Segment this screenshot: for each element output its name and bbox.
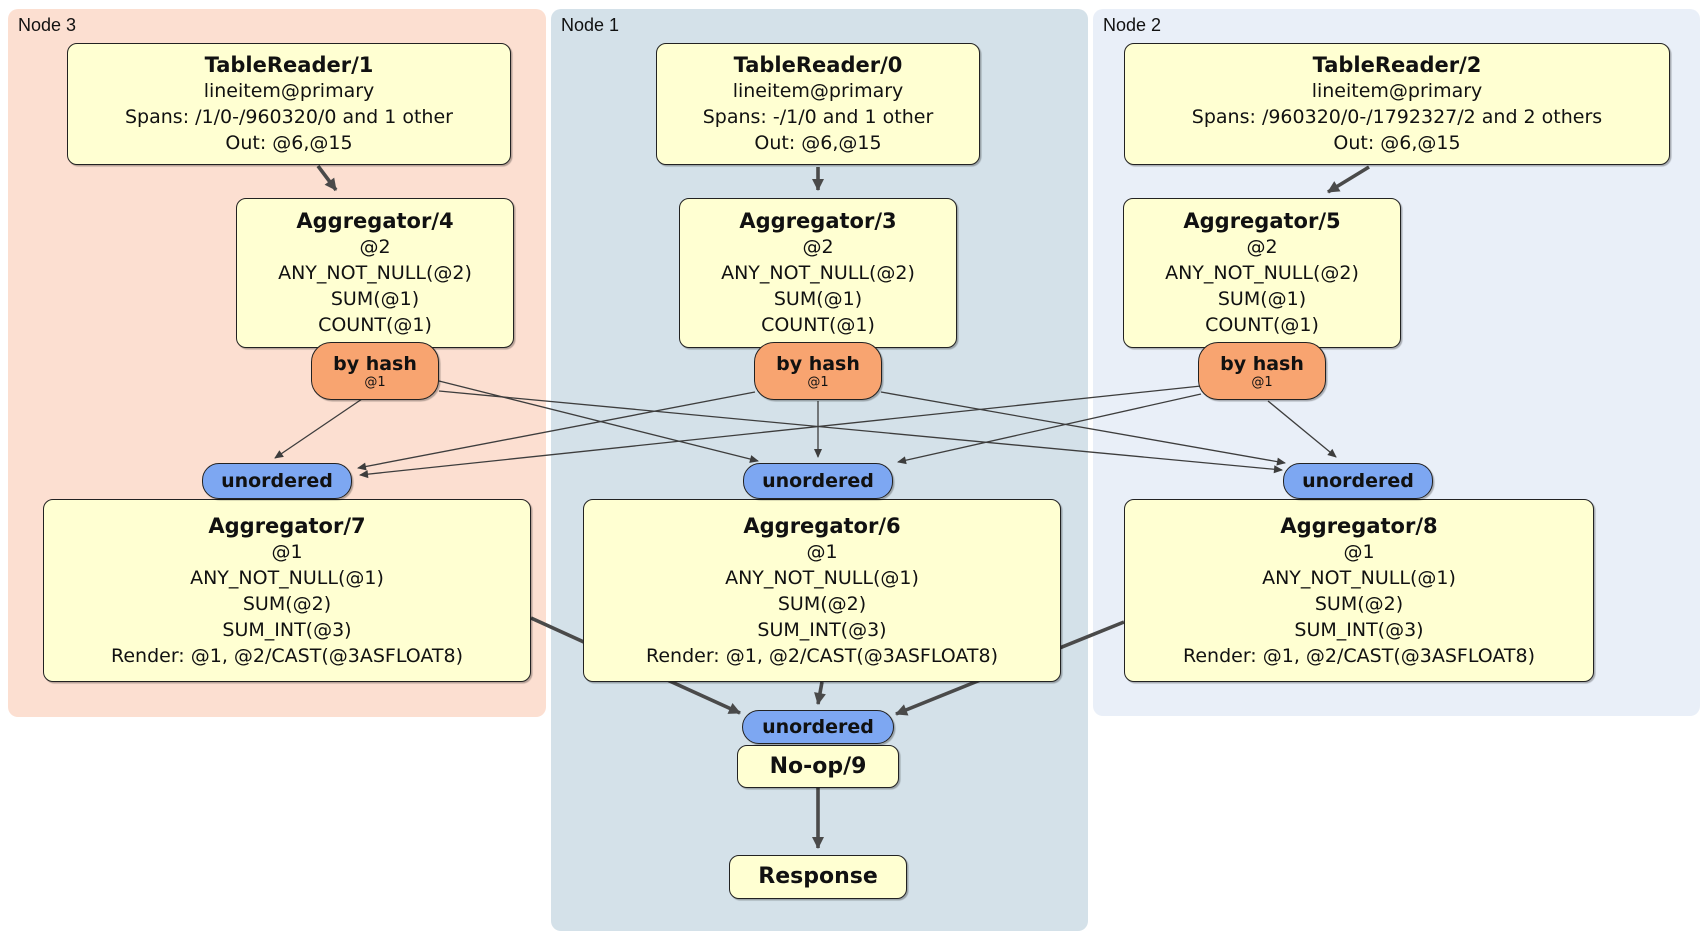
- processor-title: Aggregator/3: [739, 209, 897, 233]
- router-by-hash-3: by hash @1: [754, 342, 882, 400]
- router-label: by hash: [333, 352, 417, 375]
- agg-fn: ANY_NOT_NULL(@2): [721, 262, 915, 284]
- agg-fn: ANY_NOT_NULL(@1): [190, 566, 384, 589]
- stream-unordered-7: unordered: [202, 463, 352, 499]
- agg-fn: SUM_INT(@3): [1294, 618, 1424, 641]
- agg-fn: ANY_NOT_NULL(@1): [725, 566, 919, 589]
- aggregator-6-node: Aggregator/6 @1 ANY_NOT_NULL(@1) SUM(@2)…: [583, 499, 1061, 682]
- tablereader-1-node: TableReader/1 lineitem@primary Spans: /1…: [67, 43, 511, 165]
- agg-fn: SUM(@1): [330, 288, 420, 310]
- processor-spans: Spans: /1/0-/960320/0 and 1 other: [125, 106, 453, 128]
- processor-title: Aggregator/7: [208, 513, 366, 538]
- stream-unordered-final: unordered: [742, 710, 894, 744]
- processor-title: Aggregator/5: [1183, 209, 1341, 233]
- aggregator-7-node: Aggregator/7 @1 ANY_NOT_NULL(@1) SUM(@2)…: [43, 499, 531, 682]
- agg-group-cols: @1: [806, 540, 838, 563]
- processor-index: lineitem@primary: [203, 80, 375, 102]
- processor-title: TableReader/2: [1312, 53, 1482, 77]
- agg-fn: COUNT(@1): [761, 314, 875, 336]
- aggregator-4-node: Aggregator/4 @2 ANY_NOT_NULL(@2) SUM(@1)…: [236, 198, 514, 348]
- processor-title: Aggregator/8: [1280, 513, 1438, 538]
- processor-out: Out: @6,@15: [754, 132, 882, 154]
- stream-unordered-6: unordered: [743, 463, 893, 499]
- processor-title: No-op/9: [769, 753, 867, 779]
- noop-9-node: No-op/9: [737, 745, 899, 788]
- response-node: Response: [729, 855, 907, 899]
- agg-group-cols: @1: [1343, 540, 1375, 563]
- aggregator-3-node: Aggregator/3 @2 ANY_NOT_NULL(@2) SUM(@1)…: [679, 198, 957, 348]
- agg-fn: SUM(@1): [773, 288, 863, 310]
- processor-title: Aggregator/4: [296, 209, 454, 233]
- agg-fn: ANY_NOT_NULL(@2): [278, 262, 472, 284]
- processor-out: Out: @6,@15: [1333, 132, 1461, 154]
- agg-fn: SUM_INT(@3): [757, 618, 887, 641]
- processor-out: Out: @6,@15: [225, 132, 353, 154]
- aggregator-5-node: Aggregator/5 @2 ANY_NOT_NULL(@2) SUM(@1)…: [1123, 198, 1401, 348]
- agg-render: Render: @1, @2/CAST(@3ASFLOAT8): [111, 644, 463, 667]
- processor-title: Aggregator/6: [743, 513, 901, 538]
- node3-region-label: Node 3: [18, 15, 77, 35]
- agg-render: Render: @1, @2/CAST(@3ASFLOAT8): [646, 644, 998, 667]
- processor-title: TableReader/1: [204, 53, 374, 77]
- agg-group-cols: @2: [359, 236, 391, 258]
- processor-spans: Spans: -/1/0 and 1 other: [702, 106, 934, 128]
- processor-index: lineitem@primary: [732, 80, 904, 102]
- agg-fn: COUNT(@1): [1205, 314, 1319, 336]
- agg-fn: SUM(@2): [242, 592, 332, 615]
- agg-fn: COUNT(@1): [318, 314, 432, 336]
- agg-fn: ANY_NOT_NULL(@1): [1262, 566, 1456, 589]
- agg-fn: SUM(@2): [1314, 592, 1404, 615]
- processor-title: Response: [758, 864, 878, 889]
- agg-group-cols: @2: [1246, 236, 1278, 258]
- aggregator-8-node: Aggregator/8 @1 ANY_NOT_NULL(@1) SUM(@2)…: [1124, 499, 1594, 682]
- router-key: @1: [364, 374, 386, 390]
- router-by-hash-5: by hash @1: [1198, 342, 1326, 400]
- router-label: by hash: [776, 352, 860, 375]
- agg-fn: SUM_INT(@3): [222, 618, 352, 641]
- tablereader-0-node: TableReader/0 lineitem@primary Spans: -/…: [656, 43, 980, 165]
- router-key: @1: [807, 374, 829, 390]
- agg-fn: SUM(@1): [1217, 288, 1307, 310]
- agg-fn: SUM(@2): [777, 592, 867, 615]
- tablereader-2-node: TableReader/2 lineitem@primary Spans: /9…: [1124, 43, 1670, 165]
- agg-fn: ANY_NOT_NULL(@2): [1165, 262, 1359, 284]
- router-by-hash-4: by hash @1: [311, 342, 439, 400]
- agg-group-cols: @1: [271, 540, 303, 563]
- router-label: by hash: [1220, 352, 1304, 375]
- agg-render: Render: @1, @2/CAST(@3ASFLOAT8): [1183, 644, 1535, 667]
- node1-region-label: Node 1: [561, 15, 620, 35]
- processor-spans: Spans: /960320/0-/1792327/2 and 2 others: [1191, 106, 1603, 128]
- processor-index: lineitem@primary: [1311, 80, 1483, 102]
- processor-title: TableReader/0: [733, 53, 903, 77]
- router-key: @1: [1251, 374, 1273, 390]
- node2-region-label: Node 2: [1103, 15, 1162, 35]
- stream-unordered-8: unordered: [1283, 463, 1433, 499]
- router-stream-edges: [274, 380, 1337, 479]
- agg-group-cols: @2: [802, 236, 834, 258]
